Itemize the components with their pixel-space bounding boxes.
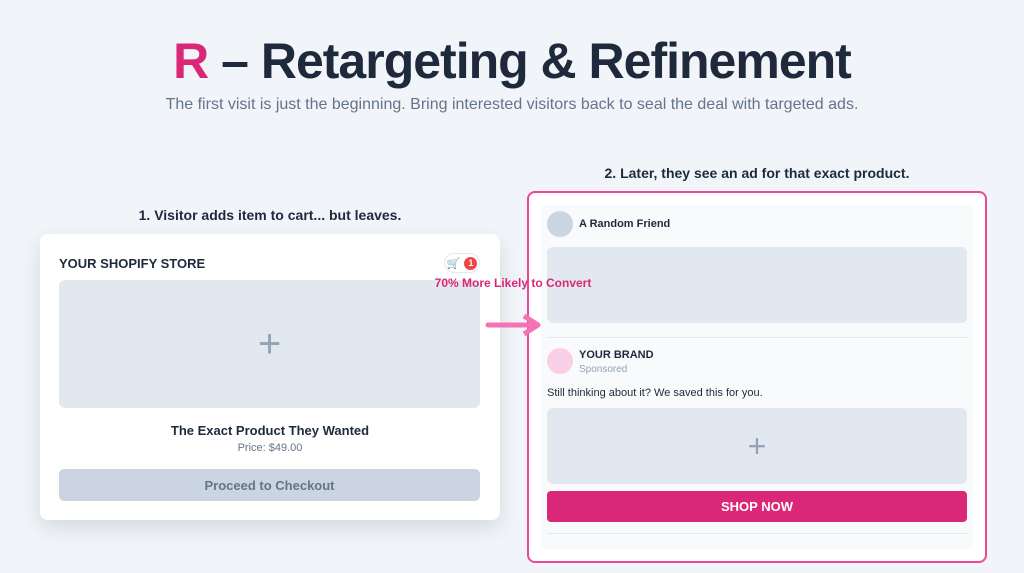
friend-avatar (547, 211, 573, 237)
product-name: The Exact Product They Wanted (170, 423, 370, 438)
checkout-button[interactable]: Proceed to Checkout (59, 469, 480, 501)
store-name: YOUR SHOPIFY STORE (59, 256, 206, 271)
plus-icon: + (257, 321, 282, 366)
friend-name: A Random Friend (579, 218, 671, 230)
conversion-label: 70% More Likely to Convert (434, 276, 592, 290)
page-subtitle: The first visit is just the beginning. B… (165, 96, 859, 113)
arrow-right-icon (485, 313, 541, 337)
shop-now-button[interactable]: SHOP NOW (547, 491, 967, 522)
divider (547, 533, 967, 534)
sponsored-label: Sponsored (579, 364, 628, 375)
product-price: Price: $49.00 (237, 442, 303, 454)
brand-name: YOUR BRAND (579, 349, 654, 361)
page-title: R – Retargeting & Refinement (0, 32, 1024, 90)
feed: A Random Friend YOUR BRAND Sponsored Sti… (541, 205, 973, 549)
cart-badge: 1 (464, 256, 478, 270)
step1-label: 1. Visitor adds item to cart... but leav… (138, 207, 402, 223)
product-image-placeholder: + (59, 280, 480, 408)
cart-icon: 🛒 (446, 257, 461, 270)
cart-button[interactable]: 🛒 1 (444, 253, 480, 273)
ad-image-placeholder: + (547, 408, 967, 484)
ad-text: Still thinking about it? We saved this f… (547, 387, 763, 399)
social-feed-card: A Random Friend YOUR BRAND Sponsored Sti… (527, 191, 987, 563)
plus-icon: + (747, 427, 767, 464)
friend-post-image (547, 247, 967, 323)
title-text: – Retargeting & Refinement (208, 33, 852, 89)
divider (547, 337, 967, 338)
title-letter: R (173, 33, 209, 89)
brand-avatar (547, 348, 573, 374)
step2-label: 2. Later, they see an ad for that exact … (604, 165, 910, 181)
store-card: YOUR SHOPIFY STORE 🛒 1 + The Exact Produ… (40, 234, 500, 520)
